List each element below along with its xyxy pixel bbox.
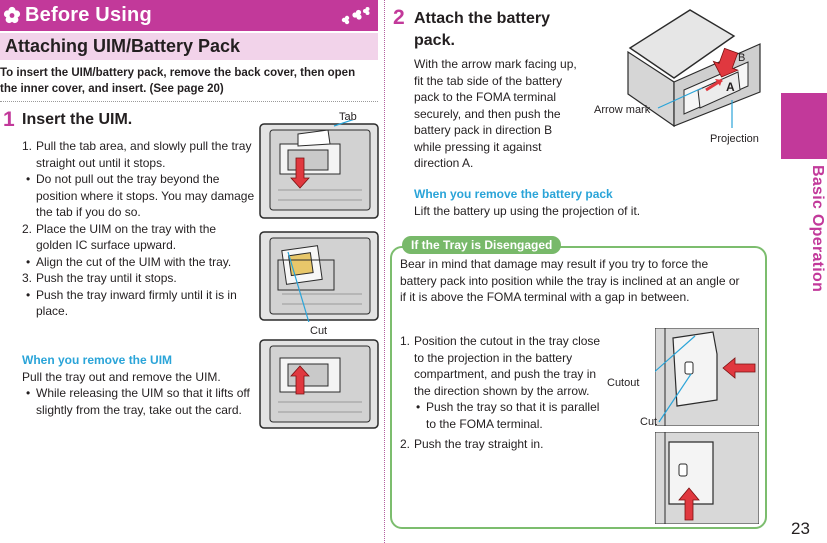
- step2-remove: When you remove the battery pack Lift th…: [414, 186, 774, 219]
- step-number-2: 2: [393, 6, 405, 28]
- tray-disengaged-tag: If the Tray is Disengaged: [402, 236, 562, 254]
- flower-cluster-icon: [341, 7, 370, 25]
- step1-remove: When you remove the UIM Pull the tray ou…: [22, 352, 255, 418]
- step2-title: Attach the battery pack.: [414, 10, 551, 49]
- section-title: Before Using: [25, 4, 152, 26]
- cut-label-2: Cut: [640, 416, 658, 428]
- cutout-label: Cutout: [607, 377, 640, 389]
- subsection-title: Attaching UIM/Battery Pack: [5, 36, 241, 56]
- page-number: 23: [791, 519, 810, 538]
- intro-text: To insert the UIM/battery pack, remove t…: [0, 67, 356, 95]
- svg-text:1: 1: [3, 108, 15, 130]
- step2-text: With the arrow mark facing up, fit the t…: [414, 57, 577, 170]
- direction-a-label: A: [726, 80, 735, 94]
- section-header: Before Using: [0, 0, 378, 31]
- flower-icon: [3, 6, 21, 24]
- list-item: 2.Place the UIM on the tray with the gol…: [22, 221, 217, 253]
- disengaged-instructions: 1.Position the cutout in the tray close …: [400, 333, 612, 453]
- cut-label: Cut: [310, 325, 328, 337]
- disengaged-intro: Bear in mind that damage may result if y…: [400, 257, 740, 304]
- tab-label: Tab: [339, 111, 357, 123]
- step-number-1: 1: [3, 108, 15, 130]
- step1-title: Insert the UIM.: [22, 111, 133, 128]
- battery-attach-figure: [627, 9, 761, 128]
- list-item: •Align the cut of the UIM with the tray.: [26, 254, 232, 269]
- list-item: 3.Push the tray until it stops.: [22, 271, 177, 285]
- projection-label: Projection: [710, 133, 759, 145]
- uim-place-figure: [259, 231, 379, 322]
- tray-push-figure: [655, 432, 759, 524]
- list-item: •Do not pull out the tray beyond the pos…: [26, 172, 255, 219]
- list-item: •Push the tray inward firmly until it is…: [26, 287, 237, 319]
- section-side-tab: [781, 93, 827, 159]
- arrow-mark-label: Arrow mark: [594, 104, 651, 116]
- remove-uim-heading: When you remove the UIM: [22, 353, 173, 367]
- list-item: 1.Position the cutout in the tray close …: [400, 334, 601, 398]
- tray-position-figure: [655, 328, 759, 426]
- remove-battery-text: Lift the battery up using the projection…: [414, 203, 641, 218]
- remove-battery-heading: When you remove the battery pack: [414, 187, 613, 201]
- divider: [0, 101, 378, 102]
- column-divider: [384, 0, 385, 543]
- uim-push-figure: [259, 339, 379, 429]
- list-item: •Push the tray so that it is parallel to…: [416, 400, 600, 431]
- list-item: 2.Push the tray straight in.: [400, 437, 544, 451]
- section-side-label: Basic Operation: [809, 165, 826, 293]
- step1-instructions: 1.Pull the tab area, and slowly pull the…: [22, 138, 255, 320]
- tray-disengaged-panel: [390, 246, 767, 529]
- subsection-header: Attaching UIM/Battery Pack: [0, 33, 378, 60]
- svg-text:2: 2: [393, 6, 405, 28]
- list-item: •While releasing the UIM so that it lift…: [26, 386, 250, 417]
- remove-uim-text: Pull the tray out and remove the UIM.: [22, 369, 221, 384]
- direction-b-label: B: [738, 52, 746, 64]
- uim-tray-pull-figure: [259, 120, 379, 219]
- list-item: 1.Pull the tab area, and slowly pull the…: [22, 139, 252, 170]
